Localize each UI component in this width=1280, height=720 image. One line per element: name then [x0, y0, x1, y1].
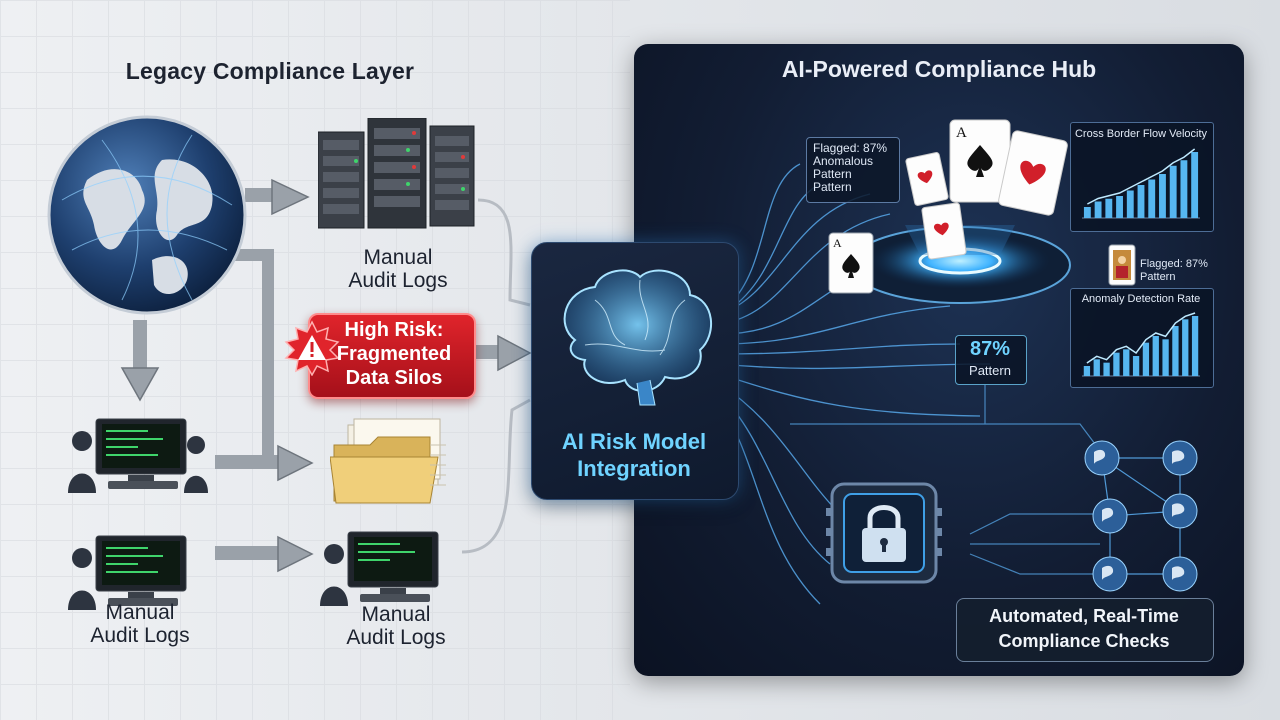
playing-card-icon: A: [949, 119, 1011, 203]
svg-text:A: A: [956, 125, 967, 141]
legacy-connectors: [120, 178, 532, 573]
svg-text:A: A: [833, 236, 842, 250]
chart-top-bar: [1148, 179, 1156, 218]
chart-top-bar: [1094, 201, 1102, 218]
workstation-icon-bottom-mid: [320, 531, 439, 606]
chart-top-plot: [1082, 148, 1200, 219]
globe-icon: [47, 115, 247, 315]
chart-bottom-trend-line: [1086, 312, 1196, 364]
flagged-callout-small: Flagged: 87% Pattern: [1140, 258, 1208, 283]
flagged-callout: Flagged: 87% Anomalous Pattern Pattern: [806, 137, 900, 203]
lock-icon: [826, 482, 942, 584]
chart-top-bar: [1137, 185, 1145, 218]
automated-checks-box: [956, 598, 1214, 662]
ai-model-label: AI Risk Model Integration: [561, 429, 707, 481]
chart-top-bar: [1180, 160, 1188, 218]
pattern-value: 87%: [969, 338, 1011, 360]
workstation-icon-top-left: [68, 418, 208, 493]
chart-bottom-bar: [1152, 336, 1159, 376]
legacy-title: Legacy Compliance Layer: [125, 58, 415, 84]
chart-bottom-title: Anomaly Detection Rate: [1081, 293, 1201, 305]
chart-top-trend-line: [1087, 148, 1196, 205]
chart-top-bar: [1126, 190, 1134, 218]
chart-bottom-bar: [1132, 356, 1140, 376]
hologram-platform: A: [849, 119, 1071, 304]
chart-bottom-bar: [1191, 316, 1199, 376]
chart-bottom-plot: [1082, 312, 1200, 377]
workstation-label-mid: Manual Audit Logs: [346, 603, 446, 649]
hub-title: AI-Powered Compliance Hub: [781, 56, 1097, 82]
workstation-icon-bottom-left: [68, 535, 187, 610]
chart-bottom-bar: [1142, 342, 1150, 376]
folder-stack-icon: [330, 418, 446, 504]
playing-card-small-icon: A: [828, 232, 874, 294]
chart-top-bar: [1083, 207, 1091, 218]
chart-bottom-bar: [1113, 352, 1120, 376]
pattern-box: [955, 335, 1027, 385]
workstation-label-left: Manual Audit Logs: [90, 601, 190, 647]
chart-top-bar: [1191, 152, 1199, 218]
risk-badge-text: High Risk: Fragmented Data Silos: [336, 319, 452, 389]
chart-top-bar: [1116, 196, 1123, 218]
globe-network-icons: [1084, 440, 1198, 592]
chart-top-bar: [1169, 165, 1177, 218]
king-card-icon: [1108, 244, 1136, 286]
chart-top-title: Cross Border Flow Velocity: [1074, 128, 1208, 140]
chart-top-bar: [1159, 174, 1166, 218]
chart-bottom-bar: [1103, 362, 1110, 376]
warning-icon: [284, 320, 340, 376]
chart-bottom-bar: [1172, 326, 1179, 376]
chart-bottom-bar: [1182, 319, 1189, 376]
pattern-label: Pattern: [969, 363, 1011, 378]
server-rack-icon: [318, 118, 475, 229]
chart-bottom-bar: [1123, 349, 1130, 376]
automated-checks-label: Automated, Real-Time Compliance Checks: [989, 606, 1179, 651]
server-label: Manual Audit Logs: [348, 246, 448, 292]
chart-bottom-bar: [1083, 366, 1091, 376]
chart-bottom-bar: [1162, 339, 1169, 376]
chart-top-bar: [1105, 198, 1113, 218]
brain-icon: [563, 269, 713, 406]
chart-bottom-bar: [1093, 359, 1100, 376]
